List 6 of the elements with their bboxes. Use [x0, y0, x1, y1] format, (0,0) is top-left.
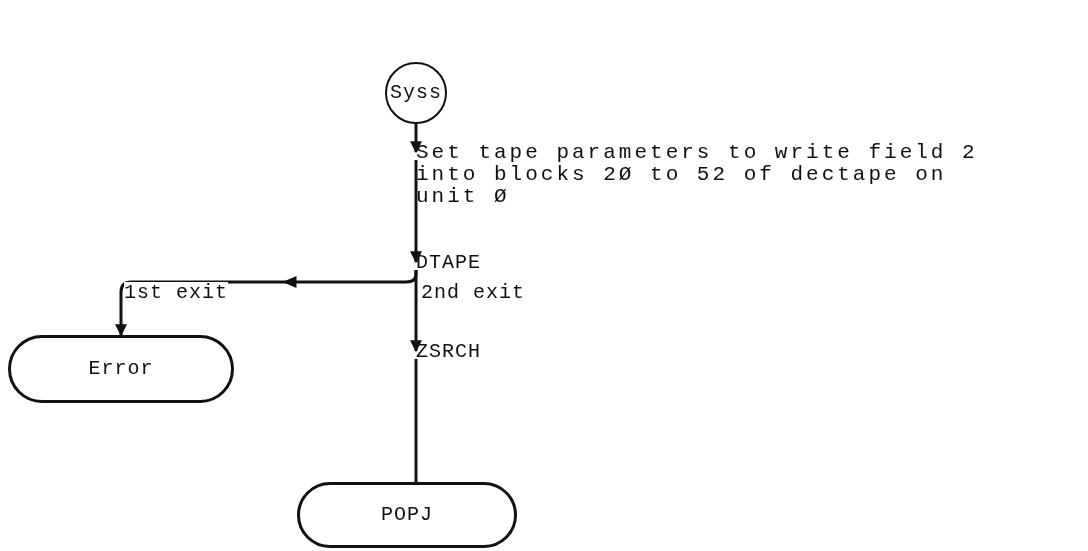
node-label: Set tape parameters to write field 2 into blocks 2Ø to 52 of dectape on unit Ø — [416, 142, 979, 208]
node-label: DTAPE — [416, 252, 481, 274]
node-label: ZSRCH — [416, 341, 481, 363]
node-label: POPJ — [381, 504, 433, 526]
node-label: Syss — [390, 82, 442, 104]
node-label: Error — [88, 358, 154, 380]
